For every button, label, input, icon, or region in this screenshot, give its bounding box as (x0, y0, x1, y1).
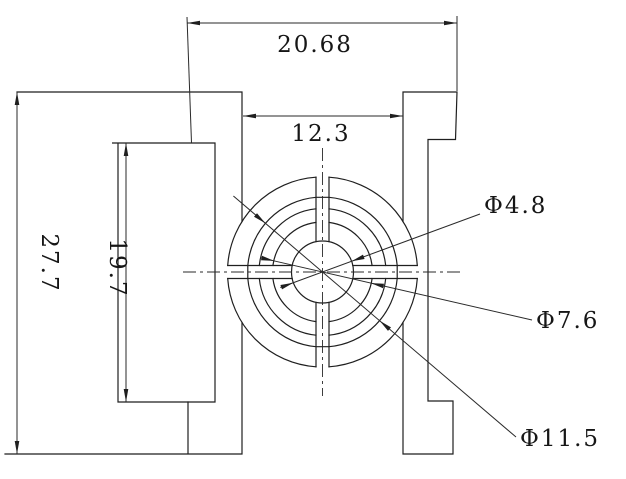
left-block-outline (4, 91, 243, 455)
arrowhead (123, 389, 129, 402)
arrowhead (379, 320, 391, 331)
leader-inner-diameter: Φ4.8 (280, 193, 547, 290)
outer-ring-arcs (227, 176, 418, 368)
leader-inner-line (280, 213, 481, 288)
part-outline (4, 91, 458, 455)
arrowhead (390, 113, 403, 119)
arrowhead (187, 20, 200, 26)
dim-neck-width: 12.3 (243, 113, 403, 147)
outer-diameter-label: Φ11.5 (520, 426, 600, 452)
leader-outer-line (233, 195, 517, 438)
dim-overall-height: 27.7 (14, 92, 62, 454)
arrowhead (280, 282, 294, 290)
arrowhead (243, 113, 256, 119)
center-boss (227, 176, 418, 368)
leader-outer-diameter: Φ11.5 (233, 195, 600, 452)
dim-slot-height: 19.7 (104, 143, 130, 402)
inner-diameter-label: Φ4.8 (484, 193, 547, 219)
arrowhead (14, 92, 20, 105)
leader-middle-line (260, 257, 533, 321)
arrowhead (444, 20, 457, 26)
arrowhead (123, 143, 129, 156)
dim-top-width-label: 20.68 (277, 32, 353, 58)
arrowhead (14, 441, 20, 454)
middle-diameter-label: Φ7.6 (536, 308, 599, 334)
left-block-slot (112, 142, 216, 403)
arrowhead (351, 254, 365, 262)
dim-slot-height-label: 19.7 (104, 238, 130, 297)
right-flange-outline (402, 91, 458, 455)
dim-neck-width-label: 12.3 (291, 121, 350, 147)
leader-middle-diameter: Φ7.6 (260, 255, 599, 334)
dim-top-width: 20.68 (186, 16, 458, 144)
dim-top-width-ext-left (186, 16, 192, 144)
arrowhead (261, 255, 275, 261)
middle-ring-arcs (258, 208, 387, 336)
dim-overall-height-label: 27.7 (36, 233, 62, 292)
arrowhead (370, 283, 384, 289)
arrowhead (254, 213, 266, 224)
